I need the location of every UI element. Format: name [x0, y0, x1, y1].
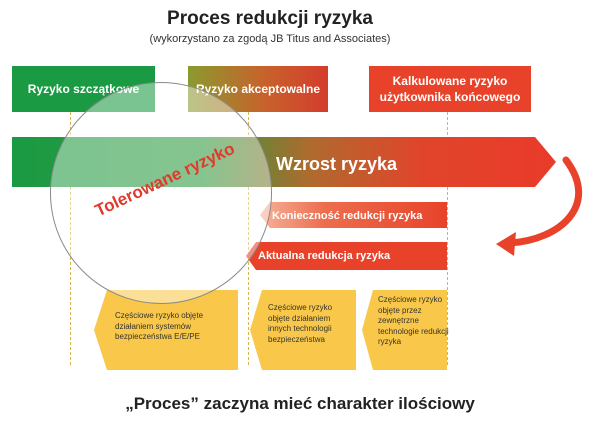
partial-risk-text-3: Częściowe ryzyko objęte przez zewnętrzne…	[378, 295, 449, 346]
risk-growth-label: Wzrost ryzyka	[276, 153, 398, 174]
guide-line-calculated	[447, 112, 448, 365]
footer-caption: „Proces” zaczyna mieć charakter ilościow…	[125, 394, 475, 413]
tolerated-risk-circle	[50, 82, 272, 304]
partial-risk-box-2	[250, 290, 356, 370]
partial-risk-text-2: Częściowe ryzyko objęte działaniem innyc…	[268, 303, 333, 344]
actual-reduction-label: Aktualna redukcja ryzyka	[258, 250, 391, 262]
needed-reduction-label: Konieczność redukcji ryzyka	[272, 210, 423, 222]
acceptable-risk-label: Ryzyko akceptowalne	[195, 82, 321, 96]
calculated-risk-box: Kalkulowane ryzyko użytkownika końcowego	[369, 66, 531, 112]
return-arrow-curve	[506, 156, 583, 247]
actual-reduction-arrow	[246, 242, 447, 270]
partial-risk-text-1: Częściowe ryzyko objęte działaniem syste…	[115, 311, 204, 341]
diagram-title: Proces redukcji ryzyka	[167, 8, 373, 29]
return-arrow-head	[496, 232, 516, 256]
calculated-risk-label: Kalkulowane ryzyko użytkownika końcowego	[379, 74, 521, 104]
partial-risk-box-1	[94, 290, 238, 370]
needed-reduction-arrow	[260, 202, 447, 228]
partial-risk-box-3	[362, 290, 447, 370]
diagram-subtitle: (wykorzystano za zgodą JB Titus and Asso…	[149, 33, 391, 45]
